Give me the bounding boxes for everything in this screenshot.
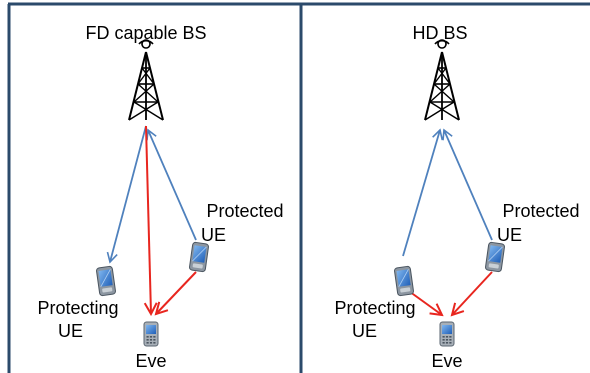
hd-base-station-tower-icon <box>424 39 460 122</box>
left-panel-title: FD capable BS <box>85 23 206 43</box>
left-protected-ue-phone-icon <box>188 241 210 273</box>
protected-ue-to-eve-link <box>156 271 197 314</box>
right-panel: HD BS Protected UE Protecting UE Eve <box>334 23 579 371</box>
left-panel: FD capable BS Protected UE Protecting UE… <box>37 23 283 371</box>
right-protected-ue-to-bs-link <box>442 128 493 241</box>
right-protecting-ue-phone-icon <box>393 265 415 297</box>
left-protecting-label-line1: Protecting <box>37 298 118 318</box>
left-eve-label: Eve <box>135 351 166 371</box>
right-protecting-label-line2: UE <box>352 321 377 341</box>
right-eve-phone-icon <box>439 321 455 347</box>
right-panel-title: HD BS <box>412 23 467 43</box>
bs-to-protecting-ue-link <box>106 125 147 264</box>
left-protecting-ue-phone-icon <box>95 265 117 297</box>
right-protected-label-line2: UE <box>497 225 522 245</box>
left-protected-label-line1: Protected <box>206 201 283 221</box>
right-protected-ue-to-eve-link <box>452 271 493 315</box>
fd-base-station-tower-icon <box>128 39 164 122</box>
right-protecting-label-line1: Protecting <box>334 298 415 318</box>
left-protected-label-line2: UE <box>201 225 226 245</box>
protecting-ue-to-bs-link <box>402 128 444 257</box>
protected-ue-to-bs-link <box>146 128 197 241</box>
right-protected-label-line1: Protected <box>502 201 579 221</box>
bs-jamming-to-eve-link <box>146 125 151 314</box>
left-eve-phone-icon <box>143 321 159 347</box>
right-protected-ue-phone-icon <box>484 241 506 273</box>
right-eve-label: Eve <box>431 351 462 371</box>
panel-frames <box>7 2 590 373</box>
left-protecting-label-line2: UE <box>58 321 83 341</box>
